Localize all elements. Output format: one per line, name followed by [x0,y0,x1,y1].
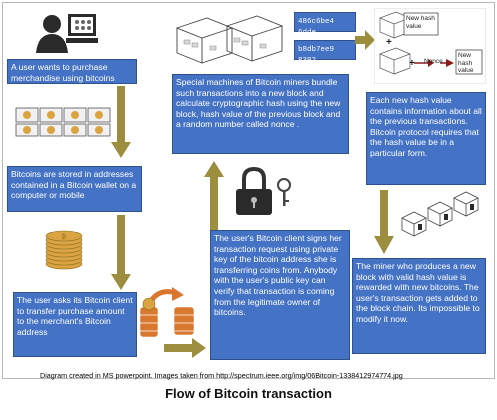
diagram-title: Flow of Bitcoin transaction [165,386,332,401]
step-user-wants-to-purchase: A user wants to purchase merchandise usi… [7,59,137,84]
arrow-right-2 [355,30,375,50]
user-computer-icon [30,8,100,53]
arrow-down-2 [111,215,131,290]
hash-value-2: b8db7ee9 8392... [294,40,356,65]
new-hash-right-label: New hash value [458,52,474,74]
step-bitcoins-stored: Bitcoins are stored in addresses contain… [7,166,142,212]
arrow-right-1 [164,338,206,358]
step-each-new-hash: Each new hash value contains information… [366,92,486,185]
step-miners-bundle: Special machines of Bitcoin miners bundl… [172,74,349,154]
step-client-signs: The user's Bitcoin client signs her tran… [210,230,350,360]
block-chain-icon [401,191,479,237]
plus-bottom: + [409,58,415,69]
new-hash-top-label: New hash value [406,15,435,30]
arrow-down-3 [374,190,394,254]
nonce-label: Nonce [424,58,443,65]
step-miner-rewarded: The miner who produces a new block with … [352,258,486,354]
hash-block-icon [374,8,486,84]
transfer-coins-icon [139,287,195,338]
step-user-asks-client: The user asks its Bitcoin client to tran… [13,292,137,357]
padlock-icon [236,167,291,215]
arrow-up-1 [204,161,224,233]
svg-text:₿: ₿ [62,234,67,241]
plus-top: + [386,37,392,48]
image-credit-caption: Diagram created in MS powerpoint. Images… [40,371,403,380]
coin-stack-icon: ₿ [45,230,83,270]
arrow-down-1 [111,86,131,158]
hash-value-1: 486c6be4 6dde... [294,12,356,37]
mining-machines-icon [175,15,284,64]
wallet-computers-icon [15,107,111,137]
